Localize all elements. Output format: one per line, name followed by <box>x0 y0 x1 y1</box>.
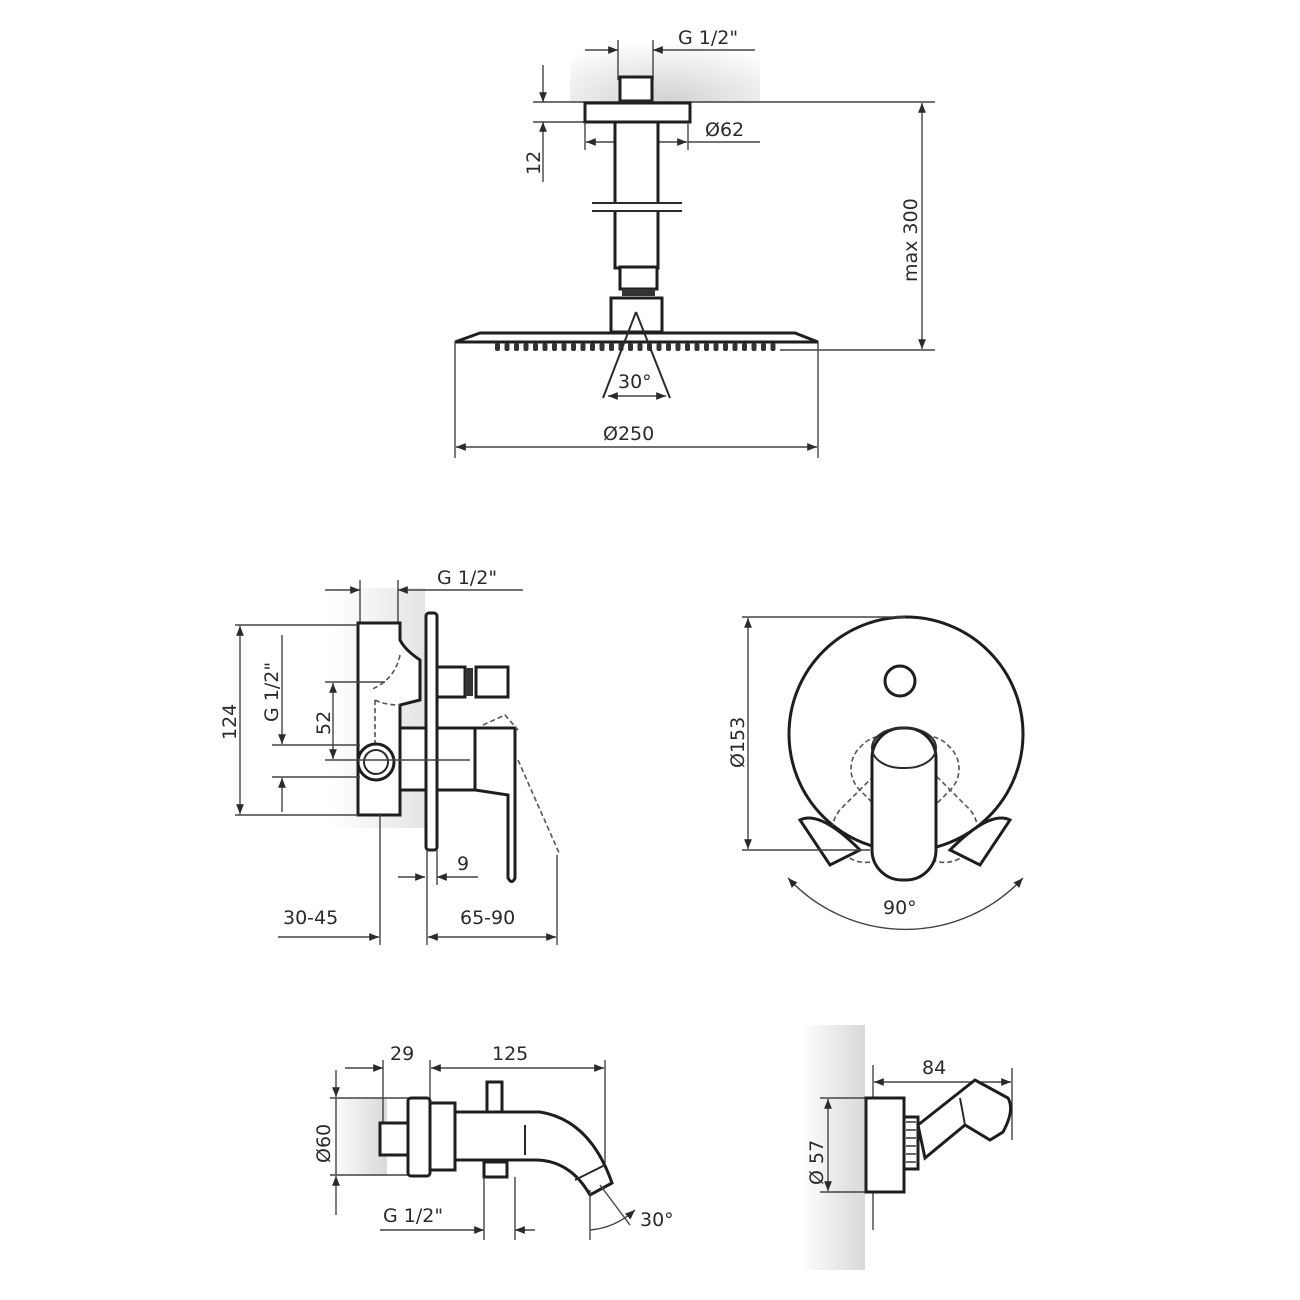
nozzle <box>590 343 595 351</box>
nozzle <box>533 343 538 351</box>
nozzle <box>732 343 738 351</box>
nozzle <box>580 343 586 351</box>
plate-diameter-label: Ø153 <box>727 717 749 768</box>
flange-diameter-label: Ø62 <box>705 119 744 141</box>
nozzle <box>599 343 605 351</box>
nozzle <box>704 343 709 351</box>
nozzle <box>514 343 519 351</box>
head-diameter-label: Ø250 <box>603 423 654 445</box>
spout-thread-label: G 1/2" <box>383 1205 443 1227</box>
spout-length-label: 125 <box>492 1043 528 1065</box>
max-length-label: max 300 <box>900 198 922 282</box>
elbow-length-label: 84 <box>922 1057 946 1079</box>
spout-escutcheon <box>406 1096 432 1178</box>
wall-elbow-drawing: 84 Ø 57 <box>800 1025 1013 1270</box>
nozzle <box>552 343 557 351</box>
spout-body <box>453 1110 614 1198</box>
ceiling-shading <box>570 25 760 103</box>
mixer-lever <box>473 726 517 883</box>
diverter-pull-knob <box>485 1080 504 1114</box>
flange-length-label: 29 <box>390 1043 414 1065</box>
shower-head-plate <box>454 331 819 344</box>
mixer-front-drawing: Ø153 90° <box>727 615 1025 931</box>
rotation-arc <box>787 877 1024 931</box>
elbow-thread <box>902 1115 920 1171</box>
nozzle <box>656 343 662 351</box>
nozzle <box>523 343 529 351</box>
nozzle <box>713 343 719 351</box>
spout-angle-label: 30° <box>640 1209 674 1231</box>
spout-nipple <box>378 1121 410 1157</box>
nozzle <box>685 343 690 351</box>
ceiling-flange <box>583 101 692 124</box>
mixer-side-drawing: G 1/2" 124 G 1/2" 52 9 <box>219 567 561 945</box>
front-lever <box>870 726 938 882</box>
offset-label: 52 <box>313 711 335 735</box>
shower-thread-label: G 1/2" <box>678 27 738 49</box>
shower-nozzles <box>495 343 776 351</box>
shower-arm-pipe <box>613 120 660 270</box>
nozzle <box>571 343 576 351</box>
rotation-label: 90° <box>883 897 917 919</box>
nozzle <box>666 343 671 351</box>
spray-angle-label: 30° <box>618 371 652 393</box>
spout-diameter-label: Ø60 <box>313 1124 335 1163</box>
nozzle <box>742 343 747 351</box>
nozzle <box>723 343 728 351</box>
nozzle <box>637 343 643 351</box>
elbow-body <box>864 1096 906 1194</box>
plate-thickness-label: 9 <box>457 853 469 875</box>
flange-height-label: 12 <box>523 151 545 175</box>
nozzle <box>495 343 500 351</box>
nozzle <box>761 343 766 351</box>
nozzle <box>694 343 700 351</box>
nozzle <box>628 343 633 351</box>
ceiling-nipple <box>618 75 654 103</box>
nozzle <box>609 343 614 351</box>
nozzle <box>542 343 548 351</box>
nozzle <box>504 343 510 351</box>
nozzle <box>770 343 776 351</box>
cover-plate <box>424 611 439 852</box>
wall-shading <box>800 1025 865 1270</box>
wall-shading <box>330 1098 387 1176</box>
elbow-diameter-label: Ø 57 <box>806 1140 828 1185</box>
bath-spout-drawing: 29 125 Ø60 G 1/2" 30° <box>313 1043 674 1240</box>
wall-depth-label: 30-45 <box>283 907 338 929</box>
front-depth-label: 65-90 <box>460 907 515 929</box>
mixer-height-label: 124 <box>219 704 241 740</box>
nozzle <box>675 343 681 351</box>
diverter-button <box>883 664 917 698</box>
mixer-side-thread-label: G 1/2" <box>261 662 283 722</box>
shower-head-drawing: G 1/2" 12 Ø62 30° max 300 <box>454 25 935 458</box>
nozzle <box>561 343 567 351</box>
mixer-top-thread-label: G 1/2" <box>437 567 497 589</box>
nozzle <box>751 343 757 351</box>
diverter-knob <box>474 665 510 699</box>
